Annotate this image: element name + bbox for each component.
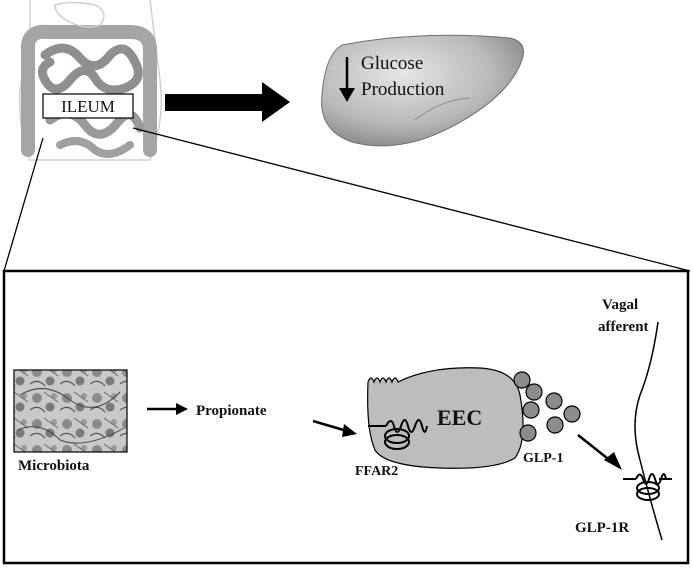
ileum-label-box: ILEUM [42,93,134,119]
eec-cell [367,367,524,469]
zoom-line-right [132,127,691,272]
arrow-glp1-to-receptor [577,434,622,470]
glucose-down-arrow [339,57,355,102]
arrow-propionate-to-ffar2 [312,419,357,437]
vagal-label: Vagal [602,297,638,313]
glp1-granule [513,371,531,389]
liver-illustration [321,34,524,147]
block-arrow [165,82,290,122]
arrow-microbiota-to-propionate [147,403,188,415]
vagal-afferent-nerve [634,321,663,541]
glp1-granule [563,405,581,423]
ileum-label: ILEUM [61,97,115,116]
ffar2-receptor [368,419,428,450]
liver-text-glucose: Glucose [361,53,423,74]
zoom-line-left [3,137,44,272]
eec-label: EEC [437,405,482,430]
intestine-illustration [18,0,162,161]
glp1-granule [546,416,564,434]
ffar2-label: FFAR2 [355,464,398,479]
glp1-granule [545,392,563,410]
glp1-granule [525,383,543,401]
glp1-granules [513,371,581,442]
glp1r-receptor [623,473,672,501]
glp1-granule [522,401,540,419]
microbiota-image [13,369,128,453]
propionate-label: Propionate [196,403,267,419]
liver-text-production: Production [361,79,445,100]
glp1-label: GLP-1 [523,451,563,466]
afferent-label: afferent [598,319,649,335]
microbiota-label: Microbiota [18,458,90,474]
glp1r-label: GLP-1R [575,520,629,536]
glp1-granule [519,424,537,442]
